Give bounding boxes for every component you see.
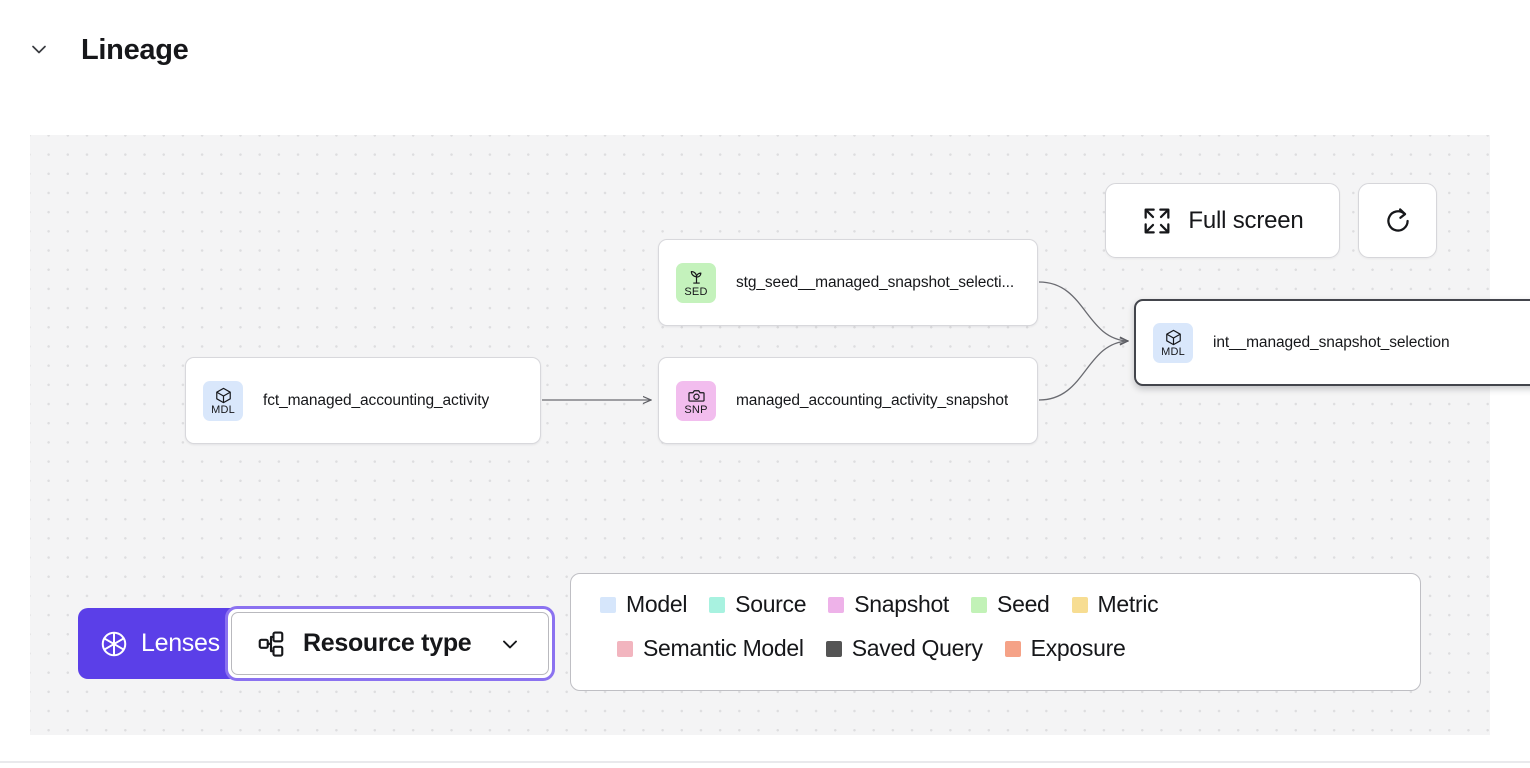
aperture-icon [101, 631, 127, 656]
node-badge-snapshot: SNP [676, 380, 716, 421]
resource-type-label: Resource type [303, 629, 472, 657]
sprout-icon [690, 270, 701, 284]
legend-item-model: Model [600, 591, 687, 618]
expand-arrows-icon [1144, 208, 1170, 233]
legend-swatch-source [709, 596, 726, 613]
legend-row-2: Semantic Model Saved Query Exposure [571, 635, 1420, 662]
node-badge-seed: SED [676, 262, 716, 303]
hierarchy-icon [258, 630, 284, 657]
lineage-legend: Model Source Snapshot Seed Metric S [570, 573, 1421, 691]
node-label: managed_accounting_activity_snapshot [736, 391, 1009, 409]
resource-type-focus-ring: Resource type [225, 606, 555, 681]
lenses-label: Lenses [141, 629, 220, 657]
node-badge-abbr: MDL [1161, 345, 1185, 358]
legend-item-saved-query: Saved Query [825, 635, 983, 662]
canvas-toolbar: Full screen [1105, 183, 1437, 258]
legend-swatch-exposure [1004, 640, 1021, 657]
lineage-graph-canvas[interactable]: MDL fct_managed_accounting_activity SED … [30, 135, 1530, 735]
node-badge-model: MDL [1153, 322, 1193, 363]
page-title: Lineage [81, 34, 189, 66]
lenses-button[interactable]: Lenses [78, 608, 252, 679]
legend-item-source: Source [709, 591, 807, 618]
legend-label-source: Source [735, 591, 807, 617]
lineage-node-snapshot[interactable]: SNP managed_accounting_activity_snapshot [658, 357, 1038, 444]
node-badge-abbr: SNP [684, 403, 708, 416]
legend-label-semantic-model: Semantic Model [643, 635, 804, 661]
node-badge-abbr: SED [684, 285, 708, 298]
camera-icon [687, 389, 705, 402]
cube-icon [1165, 329, 1181, 345]
node-label: fct_managed_accounting_activity [263, 391, 490, 409]
legend-label-exposure: Exposure [1030, 635, 1126, 661]
legend-swatch-metric [1071, 596, 1088, 613]
lineage-node-model-fct[interactable]: MDL fct_managed_accounting_activity [185, 357, 541, 444]
node-badge-abbr: MDL [211, 403, 235, 416]
legend-swatch-snapshot [828, 596, 845, 613]
legend-label-snapshot: Snapshot [854, 591, 950, 617]
legend-swatch-saved-query [825, 640, 842, 657]
lineage-node-model-int-selected[interactable]: MDL int__managed_snapshot_selection [1134, 299, 1530, 386]
refresh-icon [1386, 207, 1409, 232]
node-badge-model: MDL [203, 380, 243, 421]
legend-label-metric: Metric [1097, 591, 1159, 617]
legend-item-metric: Metric [1071, 591, 1159, 618]
legend-swatch-model [600, 596, 616, 613]
refresh-button[interactable] [1358, 183, 1437, 258]
cube-icon [215, 387, 231, 403]
legend-item-seed: Seed [971, 591, 1050, 618]
legend-swatch-seed [971, 596, 988, 613]
chevron-down-icon[interactable] [499, 633, 521, 655]
legend-item-exposure: Exposure [1004, 635, 1126, 662]
edge-seed-to-int [1038, 281, 1128, 341]
lineage-node-seed-stg[interactable]: SED stg_seed__managed_snapshot_selecti..… [658, 239, 1038, 326]
node-label: int__managed_snapshot_selection [1213, 333, 1450, 351]
legend-label-seed: Seed [997, 591, 1050, 617]
legend-item-snapshot: Snapshot [828, 591, 949, 618]
chevron-down-icon[interactable] [26, 36, 52, 62]
edge-snapshot-to-int [1038, 341, 1128, 401]
legend-row-1: Model Source Snapshot Seed Metric [571, 591, 1420, 618]
bottom-divider [0, 761, 1530, 763]
legend-swatch-semantic-model [617, 640, 633, 657]
full-screen-button[interactable]: Full screen [1105, 183, 1340, 258]
full-screen-label: Full screen [1188, 206, 1304, 234]
legend-item-semantic-model: Semantic Model [617, 635, 804, 662]
node-label: stg_seed__managed_snapshot_selecti... [736, 273, 1015, 291]
legend-label-saved-query: Saved Query [851, 635, 983, 661]
legend-label-model: Model [626, 591, 688, 617]
lineage-section-header: Lineage [0, 0, 1530, 100]
resource-type-dropdown[interactable]: Resource type [231, 612, 549, 675]
